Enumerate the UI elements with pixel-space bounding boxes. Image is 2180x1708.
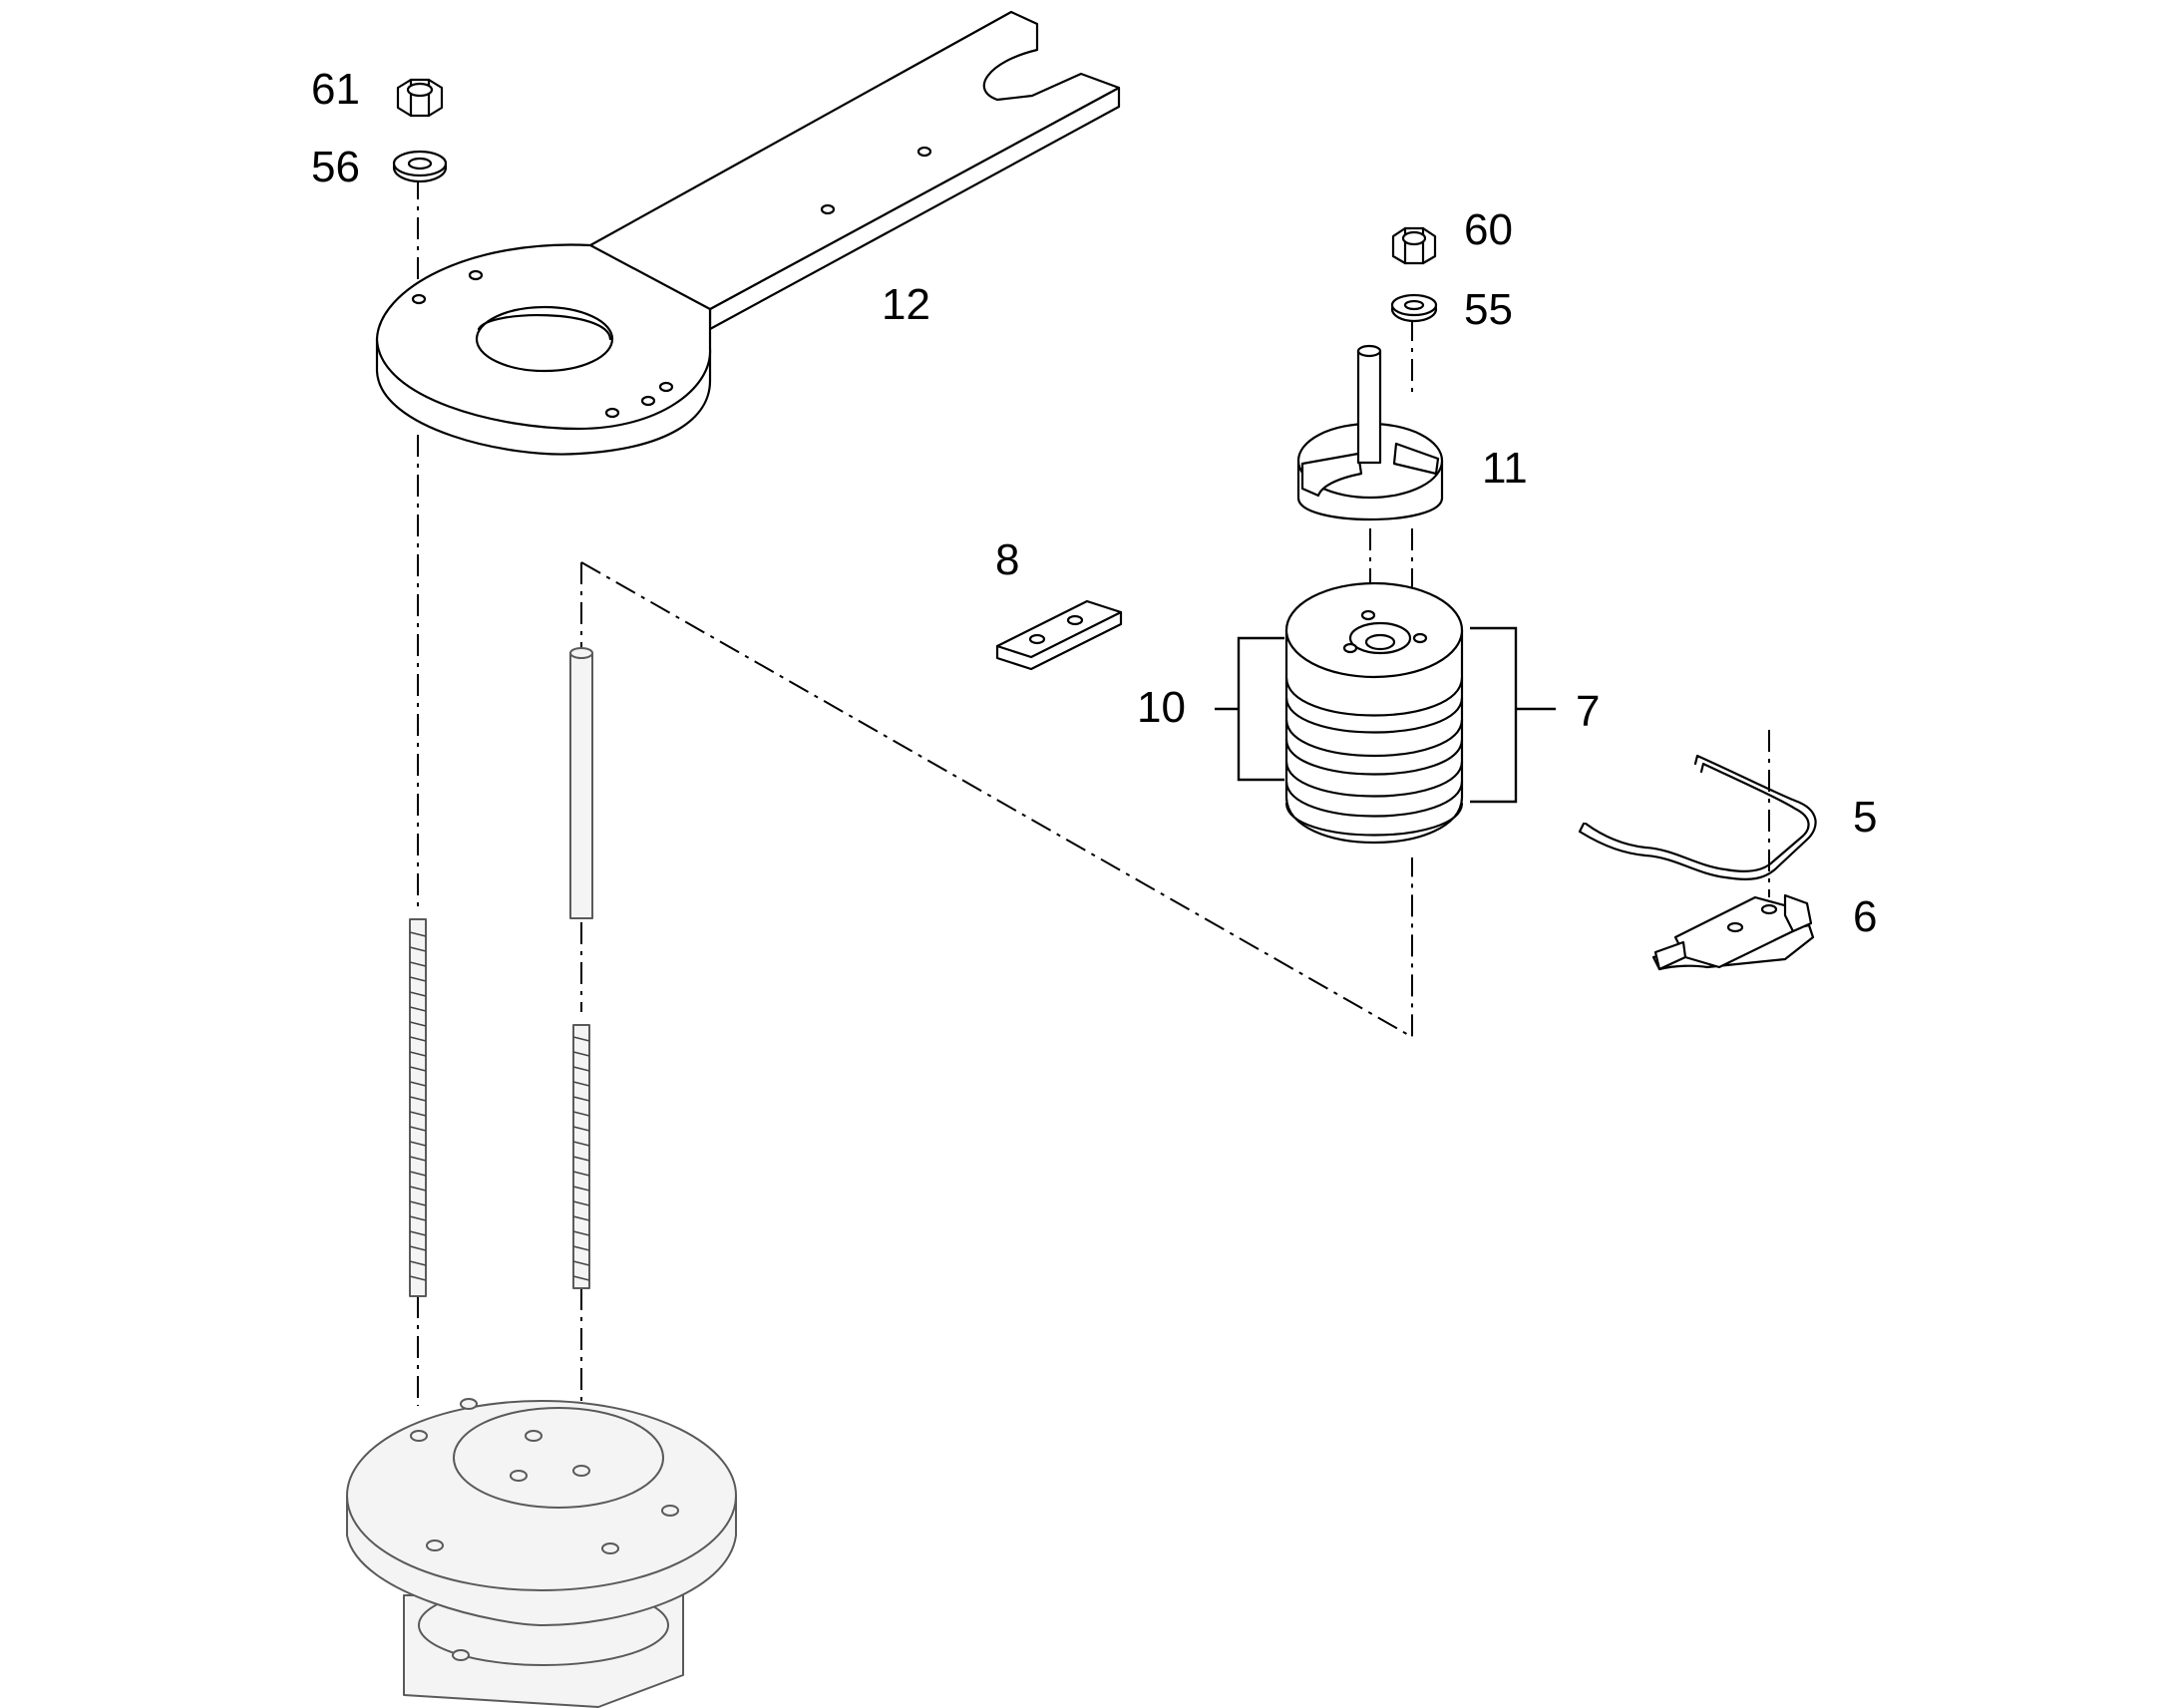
washer-56 — [392, 150, 448, 183]
base-housing — [346, 1398, 737, 1708]
washer-55 — [1390, 293, 1438, 323]
lever-plate-12 — [375, 10, 1121, 456]
plate-8 — [995, 599, 1123, 671]
callout-60: 60 — [1464, 205, 1513, 254]
cam-11 — [1296, 344, 1444, 521]
callout-56: 56 — [311, 143, 360, 191]
latch-6 — [1651, 893, 1815, 971]
callout-7: 7 — [1576, 687, 1600, 736]
callout-12: 12 — [882, 280, 930, 329]
callout-61: 61 — [311, 65, 360, 114]
bracket-7 — [1470, 626, 1518, 804]
callout-5: 5 — [1853, 793, 1877, 842]
callout-brackets — [1215, 626, 1556, 804]
callout-6: 6 — [1853, 892, 1877, 941]
callout-labels: 61 56 12 60 55 11 8 10 7 5 6 — [311, 65, 1877, 941]
center-lines — [417, 177, 1770, 1461]
callout-11: 11 — [1482, 444, 1528, 493]
callout-55: 55 — [1464, 285, 1513, 334]
disc-stack-7 — [1284, 581, 1464, 845]
callout-8: 8 — [995, 535, 1019, 584]
callout-10: 10 — [1137, 683, 1186, 732]
bracket-10 — [1237, 636, 1284, 782]
nut-61 — [396, 78, 444, 118]
threaded-rod-left — [409, 918, 427, 1297]
pin-rod-center — [569, 647, 593, 1289]
wire-clip-5 — [1578, 754, 1817, 880]
nut-60 — [1391, 226, 1437, 265]
